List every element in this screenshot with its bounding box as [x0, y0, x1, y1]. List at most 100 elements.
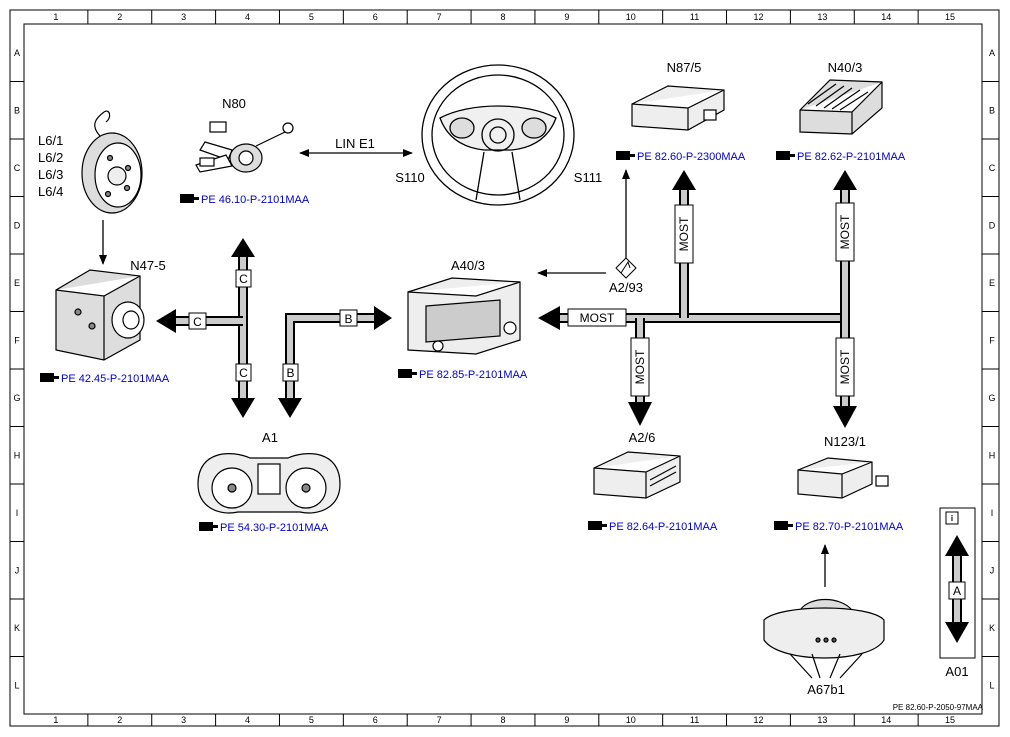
drawing-number: PE 82.60-P-2050-97MAA: [893, 703, 984, 712]
a67b1-mirror-drawing: [763, 599, 885, 679]
grid-column-label: 3: [181, 715, 186, 725]
svg-text:PE 54.30-P-2101MAA: PE 54.30-P-2101MAA: [220, 522, 329, 534]
svg-text:PE 82.62-P-2101MAA: PE 82.62-P-2101MAA: [797, 151, 906, 163]
info-icon: [945, 511, 959, 525]
svg-text:B: B: [286, 366, 294, 380]
grid-column-label: 5: [309, 715, 314, 725]
svg-text:MOST: MOST: [580, 311, 615, 325]
grid-row-label: J: [990, 565, 995, 575]
label-l6-1: L6/1: [38, 133, 63, 148]
grid-column-label: 12: [753, 715, 763, 725]
label-s111: S111: [574, 170, 602, 185]
grid-column-label: 14: [881, 12, 891, 22]
bus-label-most-n87: MOST: [674, 204, 694, 264]
grid-row-label: D: [14, 220, 21, 230]
grid-column-label: 3: [181, 12, 186, 22]
pointing-hand-icon: [40, 373, 59, 382]
grid-column-label: 4: [245, 12, 250, 22]
grid-row-label: G: [13, 393, 20, 403]
svg-text:C: C: [239, 366, 248, 380]
bus-arrowheads: [156, 170, 857, 428]
grid-column-labels: 1122334455667788991010111112121313141415…: [53, 10, 955, 726]
svg-text:PE 82.70-P-2101MAA: PE 82.70-P-2101MAA: [795, 521, 904, 533]
grid-column-label: 11: [690, 12, 699, 22]
n80-steering-column-module-drawing: [195, 121, 294, 173]
grid-column-label: 10: [626, 12, 636, 22]
legend-a01: i A: [939, 507, 976, 659]
pointing-hand-icon: [199, 522, 218, 531]
grid-column-label: 15: [945, 12, 955, 22]
grid-column-label: 14: [881, 715, 891, 725]
grid-column-label: 2: [117, 715, 122, 725]
svg-text:MOST: MOST: [633, 349, 647, 384]
grid-column-label: 4: [245, 715, 250, 725]
grid-column-label: 1: [53, 715, 58, 725]
svg-text:PE 46.10-P-2101MAA: PE 46.10-P-2101MAA: [201, 194, 310, 206]
grid-row-label: B: [989, 105, 995, 115]
grid-row-label: F: [989, 335, 995, 345]
grid-row-label: I: [991, 508, 994, 518]
grid-row-label: K: [989, 623, 995, 633]
svg-text:MOST: MOST: [838, 214, 852, 249]
grid-column-label: 11: [690, 715, 699, 725]
reference-n87-5[interactable]: PE 82.60-P-2300MAA: [616, 151, 746, 163]
grid-column-label: 6: [373, 715, 378, 725]
reference-n80[interactable]: PE 46.10-P-2101MAA: [180, 194, 310, 206]
grid-row-label: B: [14, 105, 20, 115]
svg-text:i: i: [951, 514, 953, 523]
grid-row-label: C: [14, 163, 21, 173]
grid-column-label: 7: [437, 715, 442, 725]
label-l6-3: L6/3: [38, 167, 63, 182]
grid-column-label: 10: [626, 715, 636, 725]
label-n40-3: N40/3: [828, 60, 863, 75]
label-l6-4: L6/4: [38, 184, 63, 199]
label-a40-3: A40/3: [451, 258, 485, 273]
grid-row-label: H: [14, 450, 21, 460]
grid-column-label: 5: [309, 12, 314, 22]
reference-n123-1[interactable]: PE 82.70-P-2101MAA: [774, 521, 904, 533]
grid-column-label: 8: [500, 12, 505, 22]
pointing-hand-icon: [180, 194, 199, 203]
grid-column-label: 13: [817, 715, 827, 725]
label-a01: A01: [945, 664, 968, 679]
pointing-hand-icon: [616, 151, 635, 160]
reference-n47-5[interactable]: PE 42.45-P-2101MAA: [40, 373, 170, 385]
reference-a2-6[interactable]: PE 82.64-P-2101MAA: [588, 521, 718, 533]
grid-column-label: 9: [564, 715, 569, 725]
reference-n40-3[interactable]: PE 82.62-P-2101MAA: [776, 151, 906, 163]
label-a2-6: A2/6: [629, 430, 656, 445]
bus-label-most-a26: MOST: [630, 337, 650, 397]
n123-1-module-drawing: [797, 457, 889, 499]
pointing-hand-icon: [398, 369, 417, 378]
grid-column-label: 7: [437, 12, 442, 22]
grid-row-label: C: [989, 163, 996, 173]
bus-label-b-right: B: [339, 309, 358, 327]
grid-column-label: 1: [53, 12, 58, 22]
l6-speed-sensor-drawing: [81, 110, 143, 214]
n47-5-esp-unit-drawing: [55, 269, 145, 361]
grid-column-label: 15: [945, 715, 955, 725]
pointing-hand-icon: [588, 521, 607, 530]
a40-3-head-unit-drawing: [407, 277, 521, 355]
a1-instrument-cluster-drawing: [197, 453, 341, 514]
bus-label-b-lower: B: [282, 363, 299, 382]
grid-row-label: A: [989, 48, 995, 58]
label-n80: N80: [222, 96, 246, 111]
grid-row-label: E: [14, 278, 20, 288]
reference-a1[interactable]: PE 54.30-P-2101MAA: [199, 522, 329, 534]
bus-label-c-left: C: [188, 312, 207, 330]
label-n47-5: N47-5: [130, 258, 165, 273]
grid-column-label: 13: [817, 12, 827, 22]
grid-row-label: D: [989, 220, 996, 230]
svg-text:C: C: [239, 272, 248, 286]
svg-text:B: B: [344, 312, 352, 326]
grid-row-label: J: [15, 565, 20, 575]
a2-93-sensor-symbol: [615, 257, 637, 279]
svg-text:PE 82.60-P-2300MAA: PE 82.60-P-2300MAA: [637, 151, 746, 163]
grid-column-label: 9: [564, 12, 569, 22]
reference-a40-3[interactable]: PE 82.85-P-2101MAA: [398, 369, 528, 381]
pointing-hand-icon: [776, 151, 795, 160]
grid-row-label: L: [14, 680, 19, 690]
grid-row-label: A: [14, 48, 20, 58]
